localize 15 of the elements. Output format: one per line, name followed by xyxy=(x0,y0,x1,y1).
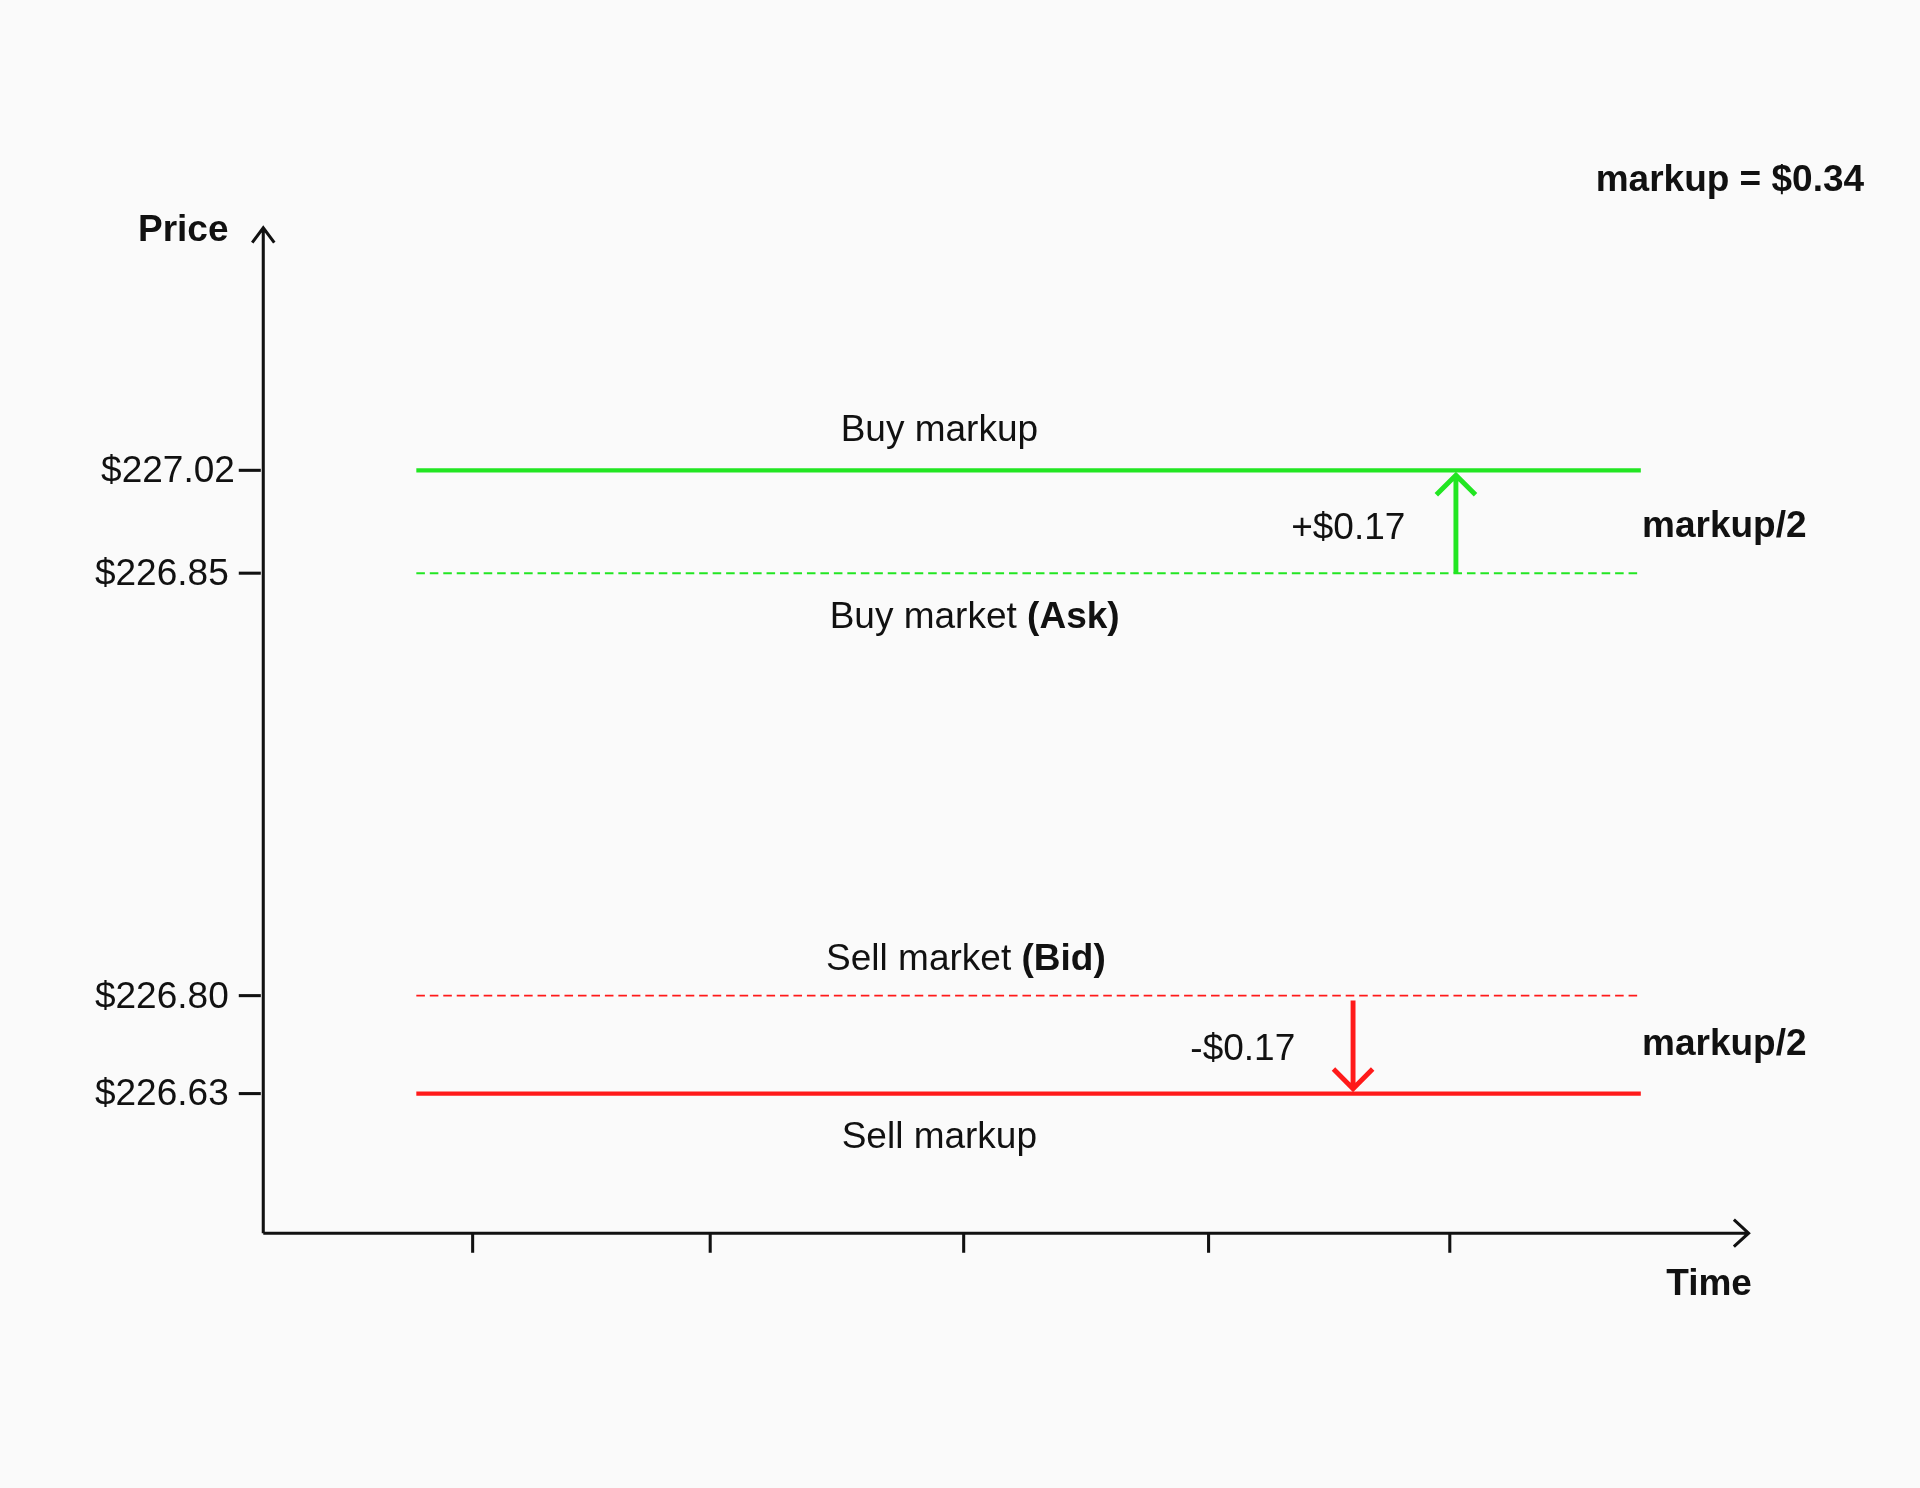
markup-label: markup/2 xyxy=(1642,503,1807,548)
formula-note: markup = $0.34 xyxy=(1595,156,1865,201)
price-label: $226.85 xyxy=(94,551,229,596)
line-label: Sell markup xyxy=(841,1114,1038,1159)
line-label: Buy markup xyxy=(840,406,1039,451)
price-label: $226.63 xyxy=(94,1071,229,1116)
axis-title: Time xyxy=(1666,1261,1752,1306)
change-label: -$0.17 xyxy=(1190,1026,1296,1071)
price-label: $226.80 xyxy=(94,973,229,1018)
axis-title: Price xyxy=(137,206,229,251)
line-label: Sell market (Bid) xyxy=(826,935,1106,980)
price-label: $227.02 xyxy=(101,448,235,493)
change-label: +$0.17 xyxy=(1291,504,1406,549)
line-label: Buy market (Ask) xyxy=(829,593,1120,638)
markup-label: markup/2 xyxy=(1642,1021,1807,1066)
